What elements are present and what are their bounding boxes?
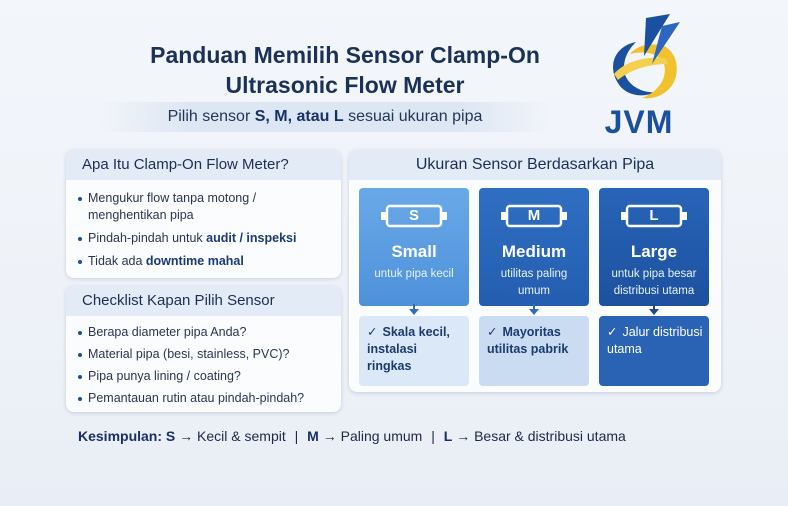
what-is-heading: Apa Itu Clamp-On Flow Meter? xyxy=(66,150,341,180)
subtitle: Pilih sensor S, M, atau L sesuai ukuran … xyxy=(100,102,550,132)
size-small-box: S Small untuk pipa kecil xyxy=(359,188,469,306)
down-arrow-stem xyxy=(413,304,415,310)
what-is-list: Mengukur flow tanpa motong / menghentika… xyxy=(66,180,341,270)
size-large-feature: ✓Jalur distribusi utama xyxy=(599,316,709,386)
checklist-item: Berapa diameter pipa Anda? xyxy=(78,324,331,341)
divider: | xyxy=(431,428,435,444)
what-is-item-bold: downtime mahal xyxy=(145,254,244,268)
size-letter: M xyxy=(527,207,541,224)
checklist-item: Pipa punya lining / coating? xyxy=(78,368,331,385)
what-is-item-bold: audit / inspeksi xyxy=(206,231,297,245)
size-medium-box: M Medium utilitas paling umum xyxy=(479,188,589,306)
size-letter: S xyxy=(408,207,419,224)
subtitle-suffix: sesuai ukuran pipa xyxy=(343,108,483,125)
size-small-feature: ✓Skala kecil, instalasi ringkas xyxy=(359,316,469,386)
checklist-item: Material pipa (besi, stainless, PVC)? xyxy=(78,346,331,363)
sensor-clamp-icon xyxy=(501,204,567,228)
down-arrow-icon xyxy=(409,309,419,315)
conclusion-l-letter: L xyxy=(443,428,453,444)
conclusion-m-text: → Paling umum xyxy=(322,428,423,444)
conclusion-m-letter: M xyxy=(307,428,319,444)
checklist-card: Checklist Kapan Pilih Sensor Berapa diam… xyxy=(66,286,341,412)
size-large-box: L Large untuk pipa besar distribusi utam… xyxy=(599,188,709,306)
sensor-clamp-icon xyxy=(621,204,687,228)
size-description: untuk pipa besar distribusi utama xyxy=(611,268,697,297)
check-icon: ✓ xyxy=(607,325,618,339)
feature-text: Mayoritas utilitas pabrik xyxy=(487,325,569,356)
feature-text: Skala kecil, instalasi ringkas xyxy=(367,325,450,373)
checklist-list: Berapa diameter pipa Anda? Material pipa… xyxy=(66,316,341,407)
conclusion: Kesimpulan: S → Kecil & sempit | M → Pal… xyxy=(78,428,626,444)
checklist-item: Pemantauan rutin atau pindah-pindah? xyxy=(78,390,331,407)
size-description: utilitas paling umum xyxy=(500,268,568,297)
what-is-item: Pindah-pindah untuk audit / inspeksi xyxy=(78,230,331,247)
down-arrow-icon xyxy=(649,309,659,315)
subtitle-bold: S, M, atau L xyxy=(254,108,344,125)
conclusion-s-text: → Kecil & sempit xyxy=(179,428,286,444)
check-icon: ✓ xyxy=(487,325,498,339)
feature-text: Jalur distribusi utama xyxy=(607,325,703,356)
title-line-1: Panduan Memilih Sensor Clamp-On xyxy=(150,42,540,68)
size-medium-feature: ✓Mayoritas utilitas pabrik xyxy=(479,316,589,386)
checklist-heading: Checklist Kapan Pilih Sensor xyxy=(66,286,341,316)
title-line-2: Ultrasonic Flow Meter xyxy=(225,72,465,98)
conclusion-s-letter: S xyxy=(165,428,176,444)
what-is-item-text: Pindah-pindah untuk xyxy=(88,231,207,245)
size-name: Small xyxy=(391,242,437,261)
logo-text: JVM xyxy=(604,104,674,140)
what-is-item-text: Tidak ada xyxy=(88,254,146,268)
sensor-clamp-icon xyxy=(381,204,447,228)
what-is-card: Apa Itu Clamp-On Flow Meter? Mengukur fl… xyxy=(66,150,341,278)
sensor-size-heading: Ukuran Sensor Berdasarkan Pipa xyxy=(349,150,721,180)
conclusion-label: Kesimpulan: xyxy=(78,428,163,444)
what-is-item: Tidak ada downtime mahal xyxy=(78,253,331,270)
size-name: Medium xyxy=(501,242,567,261)
page-title: Panduan Memilih Sensor Clamp-On Ultrason… xyxy=(110,40,580,100)
down-arrow-icon xyxy=(529,309,539,315)
what-is-item-text: Mengukur flow tanpa motong / menghentika… xyxy=(88,191,257,222)
what-is-item: Mengukur flow tanpa motong / menghentika… xyxy=(78,190,331,224)
check-icon: ✓ xyxy=(367,325,378,339)
conclusion-l-text: → Besar & distribusi utama xyxy=(456,428,626,444)
jvm-logo-icon xyxy=(613,14,680,99)
subtitle-prefix: Pilih sensor xyxy=(167,108,255,125)
size-letter: L xyxy=(649,207,659,224)
divider: | xyxy=(294,428,299,444)
size-description: untuk pipa kecil xyxy=(374,268,454,280)
down-arrow-stem xyxy=(653,304,655,310)
size-name: Large xyxy=(630,242,678,261)
down-arrow-stem xyxy=(533,304,535,310)
